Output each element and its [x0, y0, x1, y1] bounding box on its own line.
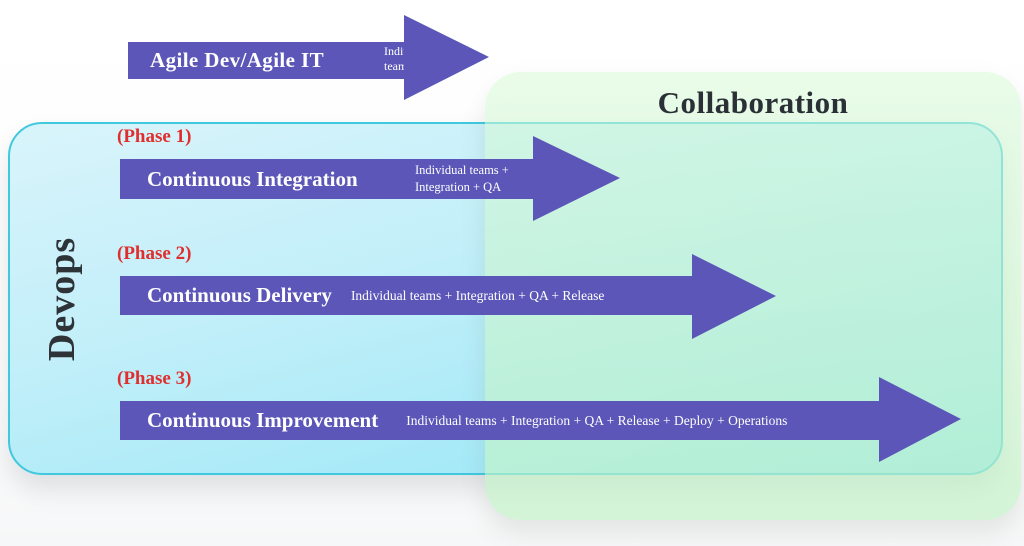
- continuous-improvement-label: Continuous Improvement: [147, 408, 379, 432]
- continuous-integration-subtext: Individual teams + Integration + QA: [415, 162, 509, 196]
- continuous-integration-arrowhead-icon: [533, 136, 620, 221]
- continuous-delivery-label: Continuous Delivery: [147, 283, 332, 307]
- agile-arrow-body: Agile Dev/Agile IT Individual teams: [128, 42, 433, 79]
- continuous-improvement-arrow-body: Continuous Improvement Individual teams …: [120, 401, 879, 440]
- continuous-delivery-arrowhead-icon: [692, 254, 776, 339]
- continuous-improvement-subtext: Individual teams + Integration + QA + Re…: [406, 412, 788, 428]
- continuous-delivery-arrow-body: Continuous Delivery Individual teams + I…: [120, 276, 692, 315]
- continuous-integration-subtext-line1: Individual teams +: [415, 163, 509, 177]
- phase-1-tag: (Phase 1): [117, 126, 192, 147]
- continuous-integration-label: Continuous Integration: [147, 166, 358, 191]
- agile-arrow-label: Agile Dev/Agile IT: [150, 48, 325, 72]
- agile-arrowhead-icon: [404, 15, 489, 100]
- devops-title: Devops: [41, 236, 83, 362]
- continuous-integration-subtext-line2: Integration + QA: [415, 180, 502, 194]
- phase-3-tag: (Phase 3): [117, 368, 192, 389]
- phase-2-tag: (Phase 2): [117, 243, 192, 264]
- collaboration-title: Collaboration: [657, 85, 849, 120]
- continuous-improvement-arrowhead-icon: [879, 377, 961, 462]
- continuous-integration-arrow-body: Continuous Integration Individual teams …: [120, 159, 533, 199]
- continuous-delivery-subtext: Individual teams + Integration + QA + Re…: [350, 287, 605, 303]
